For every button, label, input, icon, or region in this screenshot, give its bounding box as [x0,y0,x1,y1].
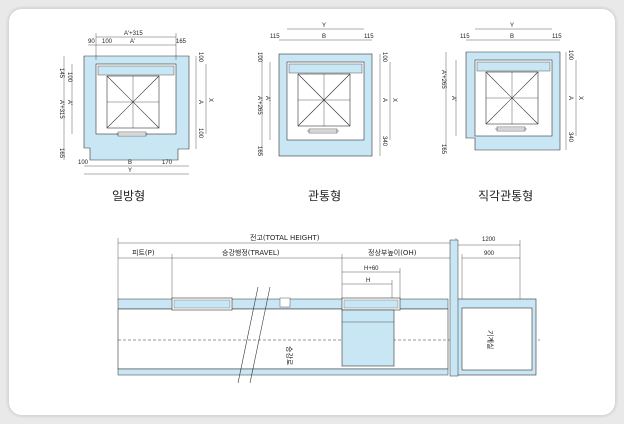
overhead-label: 정상부높이(OH) [368,248,417,257]
dim-1200: 1200 [482,237,496,243]
svg-text:A: A [567,96,573,100]
h-plus-label: H+60 [364,266,379,272]
svg-text:100: 100 [381,52,387,63]
svg-text:100: 100 [567,50,573,61]
h-label: H [366,278,370,284]
dim-900: 900 [484,251,495,257]
svg-text:340: 340 [381,136,387,147]
svg-text:100: 100 [102,39,113,45]
svg-text:A'+265: A'+265 [440,70,446,89]
svg-text:90: 90 [88,39,95,45]
svg-text:100: 100 [66,72,72,83]
svg-text:115: 115 [552,34,562,40]
svg-text:A': A' [450,96,456,101]
svg-text:340: 340 [567,132,573,143]
svg-text:A'+265: A'+265 [256,96,262,115]
svg-text:115: 115 [270,34,280,40]
svg-text:A': A' [130,39,135,45]
svg-text:145: 145 [58,68,64,79]
svg-text:115: 115 [460,34,470,40]
svg-text:165: 165 [256,146,262,157]
svg-text:165: 165 [176,39,187,45]
plan2-caption: 관통형 [308,189,341,203]
svg-text:165: 165 [58,148,64,159]
svg-text:A': A' [66,100,72,105]
svg-text:B: B [510,34,514,40]
svg-text:B: B [128,160,132,166]
svg-text:100: 100 [78,160,89,166]
hoistway-label: 승강로 [285,346,294,366]
pit-label: 피트(P) [132,248,155,257]
svg-text:115: 115 [364,34,374,40]
svg-text:X: X [577,96,583,100]
svg-text:A: A [381,98,387,102]
plan2-dim-top: Y [322,23,326,29]
svg-text:100: 100 [197,52,203,63]
plan3-caption: 직각관통형 [478,189,533,203]
svg-text:100: 100 [197,128,203,139]
svg-text:100: 100 [256,52,262,63]
hoistway-body [117,308,449,370]
machine-room-label: 기계실 [486,330,495,349]
plan-one-side: A'+315 90 100 A' 165 145 A'+315 100 A' 1… [58,31,213,203]
svg-text:A: A [197,100,203,104]
svg-text:X: X [391,98,397,102]
plan1-dim-top: A'+315 [124,31,143,37]
svg-text:170: 170 [162,160,173,166]
plan1-caption: 일방형 [112,189,145,203]
total-height-label: 전고(TOTAL HEIGHT) [250,233,320,242]
svg-text:X: X [207,98,213,102]
svg-text:B: B [322,34,326,40]
travel-label: 승강행정(TRAVEL) [222,248,280,257]
svg-text:A': A' [264,96,270,101]
plan-right-angle-through: Y 115 B 115 A'+265 A' 165 100 A X 340 직각… [440,23,583,203]
plan3-dim-top: Y [510,23,514,29]
elevator-car [341,309,395,367]
section-view: 전고(TOTAL HEIGHT) 피트(P) 승강행정(TRAVEL) 정상부높… [117,233,540,384]
svg-text:Y: Y [128,168,132,174]
svg-text:A'+315: A'+315 [58,100,64,119]
plan-through: Y 115 B 115 100 A' A'+265 165 100 A X 34… [256,23,397,203]
svg-text:165: 165 [440,144,446,155]
